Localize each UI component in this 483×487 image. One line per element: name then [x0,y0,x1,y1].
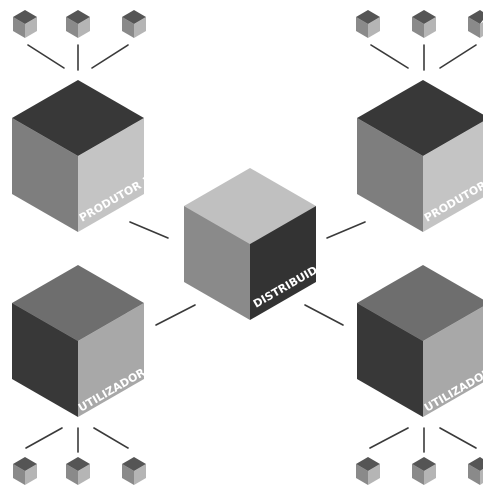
connector-line [369,427,409,449]
connector-line [155,304,196,326]
connector-line [25,427,63,449]
connector-line [129,221,169,239]
utilizador-1-cube: UTILIZADOR 1 [12,265,157,417]
connector-line [326,221,366,239]
utilizador-2-cube: UTILIZADOR 2 [357,265,483,417]
small-cube-icon [412,10,436,38]
small-cube-icon [13,457,37,485]
distribuidor-cube: DISTRIBUIDOR [184,168,336,320]
small-cube-icon [66,457,90,485]
connector-line [439,427,477,449]
small-cube-icon [356,10,380,38]
small-cube-icon [122,10,146,38]
connector-line [439,44,477,69]
connector-line [304,304,344,326]
small-cube-icon [412,457,436,485]
small-cubes [13,10,483,485]
small-cube-icon [356,457,380,485]
produtor-1-cube: PRODUTOR 1 [12,80,153,232]
connector-line [370,44,409,69]
connector-line [27,44,65,69]
produtor-2-cube: PRODUTOR 2 [357,80,483,232]
small-cube-icon [122,457,146,485]
small-cube-icon [468,457,483,485]
small-cube-icon [66,10,90,38]
small-cube-icon [13,10,37,38]
small-cube-icon [468,10,483,38]
connector-line [93,427,129,449]
connector-line [91,44,129,69]
connector-lines [25,44,477,453]
